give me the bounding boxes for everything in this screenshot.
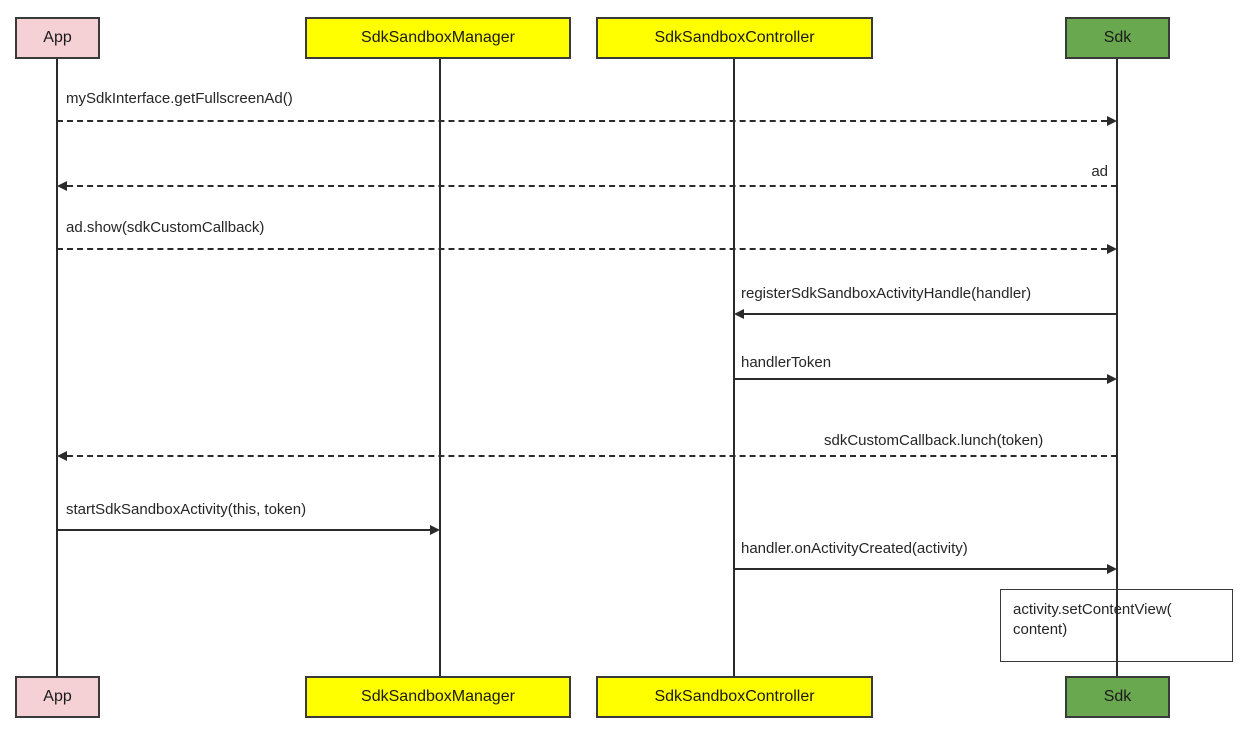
note-line-1: activity.setContentView(	[1013, 601, 1172, 618]
message-arrowhead-m8	[1107, 564, 1117, 574]
participant-header-sdk-sandbox-controller-label: SdkSandboxController	[654, 29, 815, 46]
message-arrowhead-m6	[57, 451, 67, 461]
participant-footer-sdk-sandbox-manager[interactable]: SdkSandboxManager	[305, 676, 571, 718]
message-line-m8	[734, 568, 1107, 570]
lifeline-sdk-sandbox-manager	[439, 59, 441, 676]
message-line-m3	[57, 248, 1107, 250]
message-arrowhead-m7	[430, 525, 440, 535]
participant-footer-sdk[interactable]: Sdk	[1065, 676, 1170, 718]
participant-footer-app-label: App	[43, 688, 72, 705]
lifeline-app	[56, 59, 58, 676]
message-line-m7	[57, 529, 430, 531]
message-label-m5: handlerToken	[741, 354, 832, 371]
participant-header-sdk-sandbox-manager[interactable]: SdkSandboxManager	[305, 17, 571, 59]
message-label-m1: mySdkInterface.getFullscreenAd()	[66, 90, 293, 107]
message-label-m7: startSdkSandboxActivity(this, token)	[66, 501, 307, 518]
participant-footer-sdk-sandbox-controller[interactable]: SdkSandboxController	[596, 676, 873, 718]
participant-header-sdk-label: Sdk	[1103, 29, 1132, 46]
message-line-m5	[734, 378, 1107, 380]
participant-header-sdk-sandbox-manager-label: SdkSandboxManager	[361, 29, 515, 46]
message-arrowhead-m4	[734, 309, 744, 319]
message-label-m4: registerSdkSandboxActivityHandle(handler…	[741, 285, 1032, 302]
message-label-m3: ad.show(sdkCustomCallback)	[66, 219, 265, 236]
note-set-content-view: activity.setContentView( content)	[1000, 589, 1233, 662]
participant-header-sdk[interactable]: Sdk	[1065, 17, 1170, 59]
message-arrowhead-m5	[1107, 374, 1117, 384]
message-label-m2: ad	[1091, 163, 1108, 180]
message-arrowhead-m1	[1107, 116, 1117, 126]
note-line-2: content)	[1013, 621, 1068, 639]
message-line-m6	[67, 455, 1117, 457]
message-line-m4	[744, 313, 1117, 315]
message-label-m8: handler.onActivityCreated(activity)	[741, 540, 968, 557]
participant-header-sdk-sandbox-controller[interactable]: SdkSandboxController	[596, 17, 873, 59]
lifeline-sdk-sandbox-controller	[733, 59, 735, 676]
participant-header-app-label: App	[43, 29, 72, 46]
participant-footer-sdk-sandbox-controller-label: SdkSandboxController	[654, 688, 815, 705]
participant-footer-sdk-sandbox-manager-label: SdkSandboxManager	[361, 688, 515, 705]
lifeline-sdk	[1116, 59, 1118, 676]
message-arrowhead-m2	[57, 181, 67, 191]
message-arrowhead-m3	[1107, 244, 1117, 254]
message-label-m6: sdkCustomCallback.lunch(token)	[824, 432, 1044, 449]
message-line-m1	[57, 120, 1107, 122]
participant-footer-sdk-label: Sdk	[1103, 688, 1132, 705]
participant-header-app[interactable]: App	[15, 17, 100, 59]
message-line-m2	[67, 185, 1117, 187]
participant-footer-app[interactable]: App	[15, 676, 100, 718]
